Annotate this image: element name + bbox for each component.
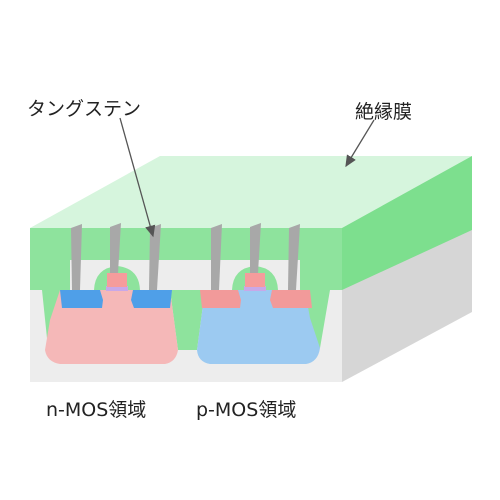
- p-well-nmos: [45, 290, 178, 364]
- nmos-drain-diffusion: [131, 290, 172, 308]
- nmos-gate-electrode: [107, 273, 127, 287]
- tungsten-plug-2: [110, 223, 121, 273]
- tungsten-arrow: [119, 117, 156, 238]
- pmos-source-diffusion: [200, 290, 241, 308]
- tungsten-label: タングステン: [27, 98, 142, 120]
- nmos-source-diffusion: [60, 290, 103, 308]
- pmos-gate-electrode: [245, 273, 265, 287]
- nmos-region-label: n-MOS領域: [46, 399, 147, 421]
- n-well-pmos: [197, 290, 320, 364]
- tungsten-plug-1: [71, 224, 82, 290]
- tungsten-plug-5: [250, 223, 261, 273]
- tungsten-plug-4: [211, 224, 222, 290]
- sti-trench-center: [170, 290, 205, 350]
- pmos-region-label: p-MOS領域: [196, 399, 297, 421]
- tungsten-plugs: [71, 223, 300, 290]
- tungsten-plug-6: [288, 224, 300, 290]
- tungsten-plug-3: [149, 224, 161, 290]
- pmos-drain-diffusion: [270, 290, 312, 308]
- insulator-front-face: [30, 228, 342, 348]
- insulator-label: 絶縁膜: [355, 101, 413, 123]
- insulator-side-face: [342, 156, 472, 290]
- insulator-arrow: [345, 119, 375, 168]
- pmos-gate-oxide: [244, 286, 266, 291]
- insulator-top-face: [30, 156, 472, 228]
- nmos-gate-oxide: [106, 286, 128, 291]
